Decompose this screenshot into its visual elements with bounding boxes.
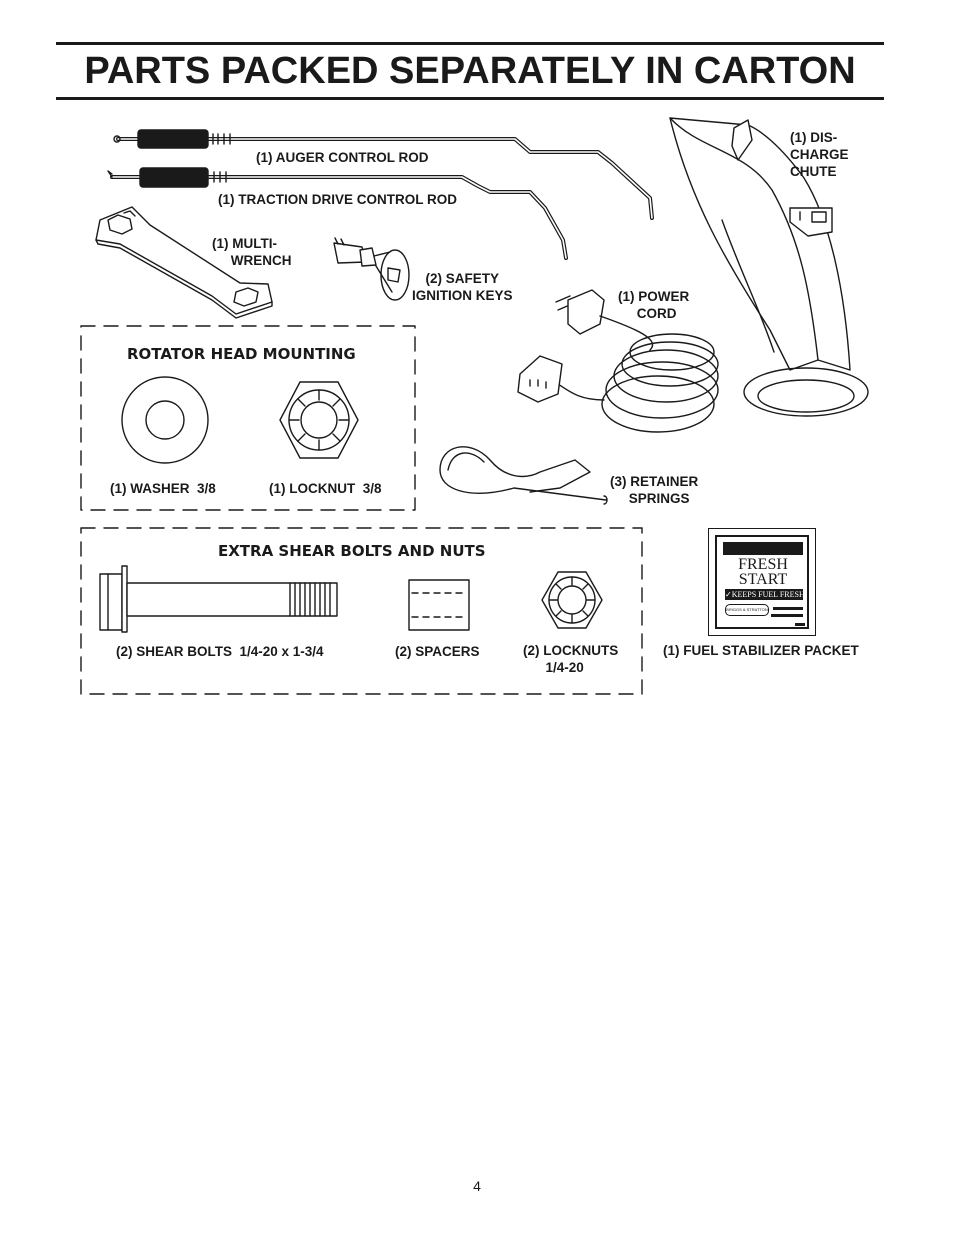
label-multi-wrench: (1) MULTI- WRENCH — [212, 236, 292, 268]
label-shear-bolts: (2) SHEAR BOLTS 1/4-20 x 1-3/4 — [116, 644, 324, 659]
label-spacers: (2) SPACERS — [395, 644, 480, 659]
traction-drive-control-rod-drawing — [107, 167, 568, 260]
label-traction-drive-control-rod: (1) TRACTION DRIVE CONTROL ROD — [218, 192, 457, 207]
auger-control-rod-drawing — [113, 129, 654, 220]
retainer-springs-drawing — [439, 446, 608, 505]
discharge-chute-drawing — [669, 117, 869, 417]
extra-shear-bolts-box — [80, 527, 643, 695]
washer-drawing — [121, 376, 209, 464]
label-washer: (1) WASHER 3/8 — [110, 481, 216, 496]
packet-band — [723, 542, 803, 555]
fuel-stabilizer-packet-image: FRESH START ✓KEEPS FUEL FRESH BRIGGS & S… — [708, 528, 816, 636]
label-discharge-chute: (1) DIS- CHARGE CHUTE — [790, 130, 849, 179]
locknut-3-8-drawing — [279, 381, 359, 459]
label-locknuts-1-4: (2) LOCKNUTS 1/4-20 — [523, 643, 619, 675]
rotator-head-mounting-heading: ROTATOR HEAD MOUNTING — [127, 345, 356, 363]
title-top-rule — [56, 42, 884, 45]
shear-bolt-drawing — [99, 565, 338, 633]
page-number: 4 — [473, 1178, 481, 1194]
packet-line — [795, 623, 805, 626]
packet-tagline: ✓KEEPS FUEL FRESH — [725, 589, 805, 600]
page-title: PARTS PACKED SEPARATELY IN CARTON — [84, 50, 856, 92]
label-locknut-3-8: (1) LOCKNUT 3/8 — [269, 481, 382, 496]
safety-ignition-keys-drawing — [333, 237, 410, 301]
packet-line — [771, 614, 803, 617]
packet-brand: FRESH START — [738, 556, 788, 588]
label-retainer-springs: (3) RETAINER SPRINGS — [610, 474, 699, 506]
multi-wrench-drawing — [95, 206, 273, 319]
power-cord-drawing — [517, 289, 719, 433]
label-fuel-stabilizer-packet: (1) FUEL STABILIZER PACKET — [663, 643, 859, 658]
locknut-1-4-drawing — [541, 571, 603, 629]
spacer-drawing — [408, 579, 470, 631]
packet-logo: BRIGGS & STRATTON — [725, 604, 769, 616]
packet-line — [773, 607, 803, 610]
title-bottom-rule — [56, 97, 884, 100]
label-power-cord: (1) POWER CORD — [618, 289, 690, 321]
label-safety-ignition-keys: (2) SAFETY IGNITION KEYS — [412, 271, 513, 303]
extra-shear-bolts-heading: EXTRA SHEAR BOLTS AND NUTS — [218, 542, 486, 560]
rotator-head-mounting-box — [80, 325, 416, 511]
parts-illustration — [80, 117, 869, 695]
label-auger-control-rod: (1) AUGER CONTROL ROD — [256, 150, 429, 165]
